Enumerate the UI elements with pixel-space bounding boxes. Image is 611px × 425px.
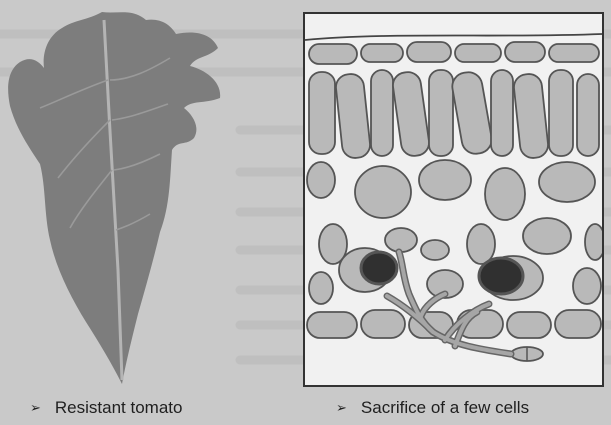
- caption-sacrifice-cells: ➢ Sacrifice of a few cells: [336, 398, 529, 418]
- surrounding-cells: [309, 248, 601, 304]
- arrow-bullet-icon: ➢: [30, 400, 41, 416]
- caption-left-text: Resistant tomato: [55, 398, 183, 418]
- arrow-bullet-icon: ➢: [336, 400, 347, 416]
- tomato-leaf-icon: [0, 0, 300, 390]
- cuticle: [305, 34, 602, 40]
- caption-resistant-tomato: ➢ Resistant tomato: [30, 398, 182, 418]
- stoma: [511, 347, 543, 361]
- leaf-cross-section-diagram: [303, 12, 604, 387]
- caption-right-text: Sacrifice of a few cells: [361, 398, 529, 418]
- spongy-mesophyll: [307, 160, 602, 264]
- leaf-cross-section-icon: [305, 14, 602, 385]
- upper-epidermis: [309, 42, 599, 64]
- palisade-cells: [309, 70, 599, 159]
